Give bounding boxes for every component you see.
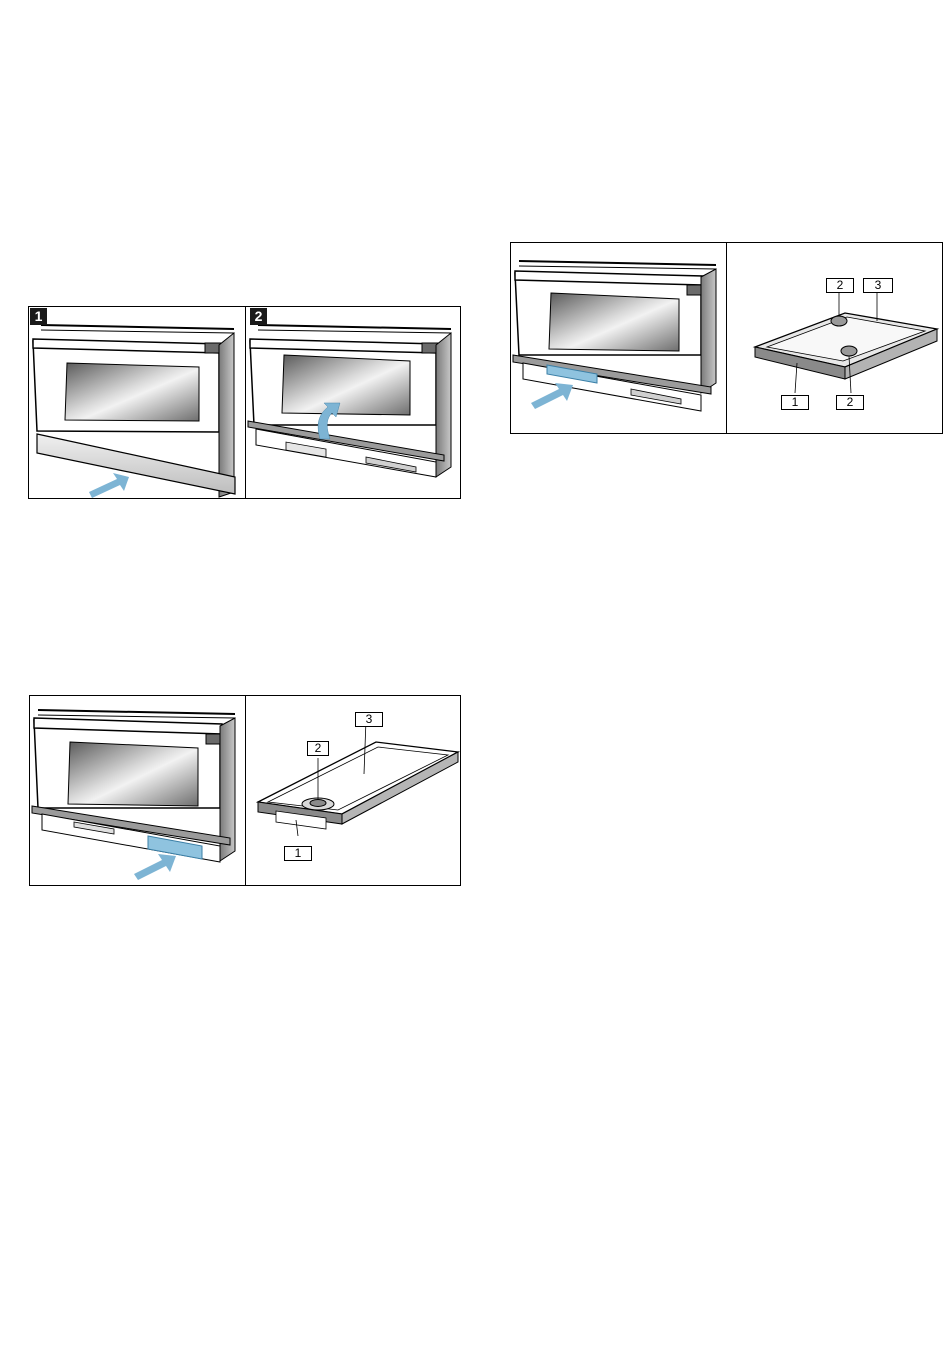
callout-label: 2 xyxy=(836,395,864,410)
callout-label: 1 xyxy=(284,846,312,861)
callout-label: 3 xyxy=(863,278,893,293)
callout-label: 2 xyxy=(826,278,854,293)
illustration-step-1 xyxy=(29,307,245,500)
callout-label: 3 xyxy=(355,712,383,727)
callout-label: 2 xyxy=(307,741,329,756)
step-badge-1: 1 xyxy=(30,308,47,325)
callout-label: 1 xyxy=(781,395,809,410)
illustration-step-2 xyxy=(246,307,462,500)
figure-accessory-tray: 2 3 1 xyxy=(29,695,461,886)
step-badge-2: 2 xyxy=(250,308,267,325)
illustration-tray-detail xyxy=(246,696,462,887)
figure-tray-with-knobs: 2 3 1 2 xyxy=(510,242,943,434)
figure-remove-drawer-steps: 1 2 xyxy=(28,306,461,499)
illustration-oven-slot xyxy=(511,243,726,435)
illustration-oven-tray-insert xyxy=(30,696,245,887)
